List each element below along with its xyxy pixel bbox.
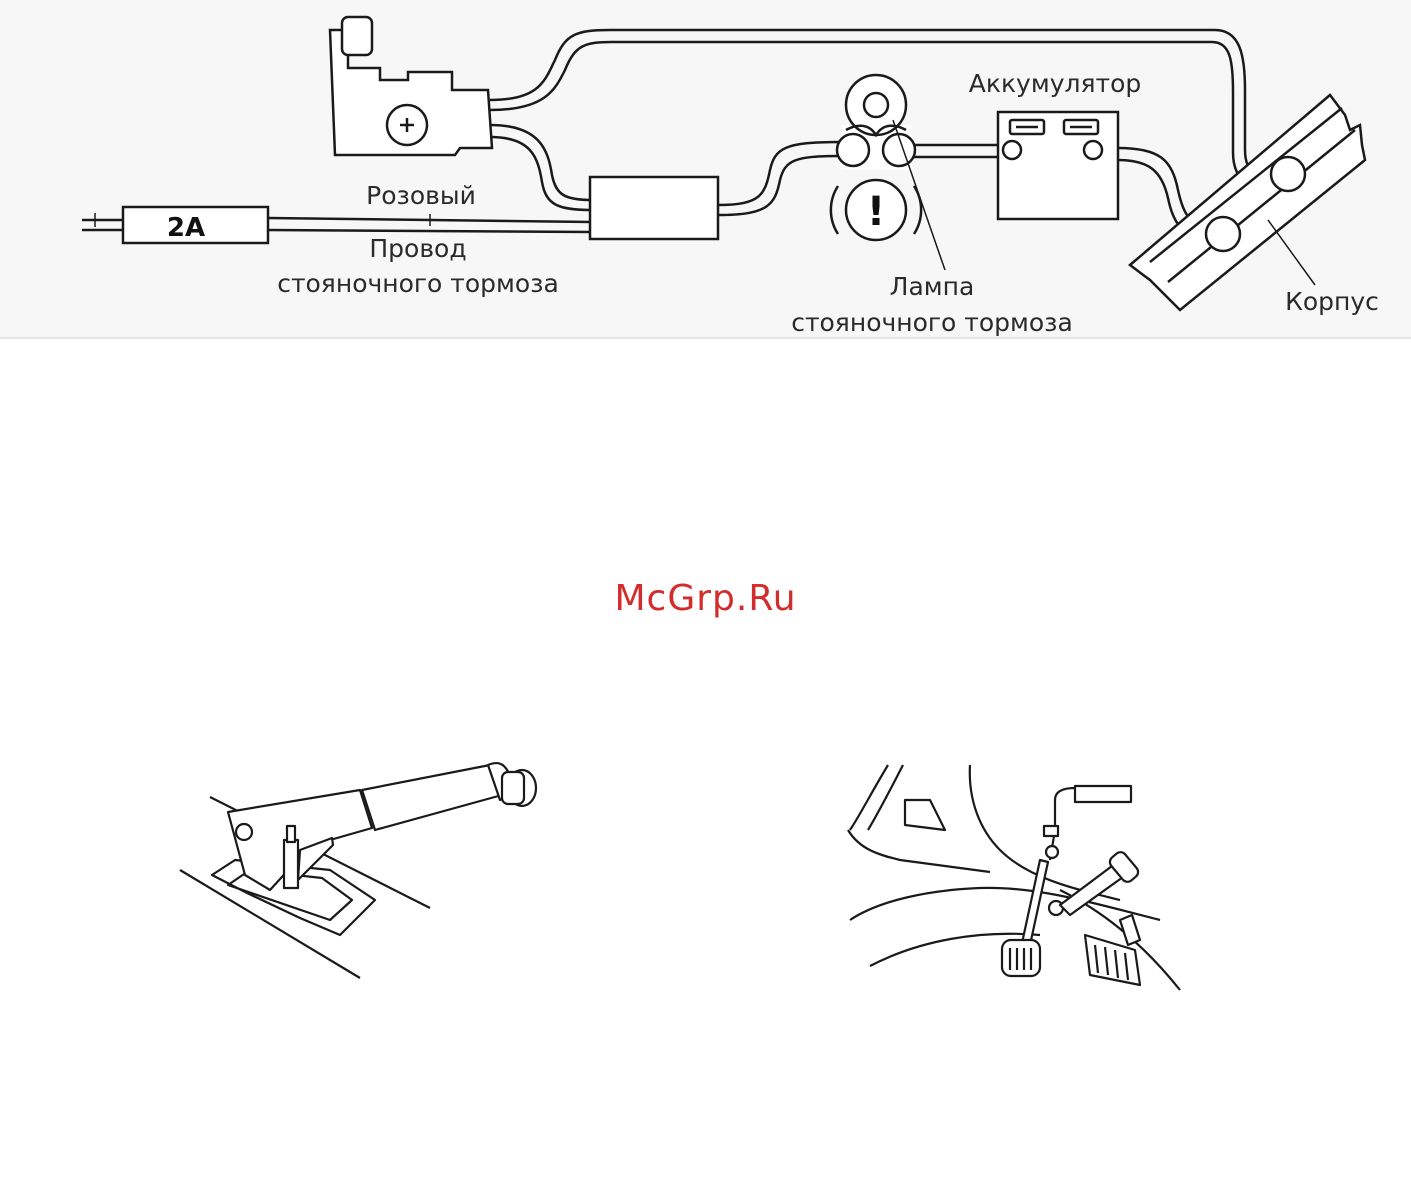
battery-label: Аккумулятор bbox=[969, 69, 1142, 98]
battery-terminal-neg bbox=[1003, 141, 1021, 159]
dash-curve-inner bbox=[868, 765, 903, 830]
dash-curve-outer bbox=[850, 765, 888, 830]
lamp-socket-left bbox=[837, 134, 869, 166]
battery-terminal-pos bbox=[1084, 141, 1102, 159]
warning-exclamation: ! bbox=[867, 189, 885, 235]
lever-pivot bbox=[236, 824, 252, 840]
brake-switch-pin bbox=[284, 840, 298, 888]
fuse-label: 2A bbox=[167, 213, 205, 243]
dash-vent bbox=[905, 800, 945, 830]
floor-edge-top bbox=[848, 830, 990, 872]
lamp-label-line2: стояночного тормоза bbox=[791, 308, 1073, 337]
release-button-stem bbox=[502, 772, 524, 804]
brake-switch-plunger bbox=[342, 17, 372, 55]
battery bbox=[998, 112, 1118, 219]
ground-bolt-right bbox=[1271, 157, 1305, 191]
brake-wire-label-line2: стояночного тормоза bbox=[277, 269, 559, 298]
lever-grip bbox=[362, 765, 502, 830]
pink-wire-label: Розовый bbox=[366, 181, 476, 210]
body-label: Корпус bbox=[1285, 287, 1379, 316]
pedal-pivot-top bbox=[1046, 846, 1058, 858]
pedal-illustration bbox=[848, 765, 1180, 990]
parking-pedal-pad bbox=[1002, 940, 1040, 976]
relay-box bbox=[590, 177, 718, 239]
brake-switch-pin-tip bbox=[287, 826, 295, 842]
floor-edge-mid bbox=[850, 888, 1160, 920]
cable-clip bbox=[1044, 826, 1058, 836]
brake-pedal-arm bbox=[1120, 915, 1140, 945]
lamp-bulb bbox=[864, 93, 888, 117]
watermark-text: McGrp.Ru bbox=[0, 578, 1411, 619]
hand-brake-lever-illustration bbox=[180, 763, 536, 978]
cable-housing bbox=[1075, 786, 1131, 802]
brake-wire-label-line1: Провод bbox=[369, 234, 466, 263]
lamp-label-line1: Лампа bbox=[890, 272, 975, 301]
ground-bolt-left bbox=[1206, 217, 1240, 251]
